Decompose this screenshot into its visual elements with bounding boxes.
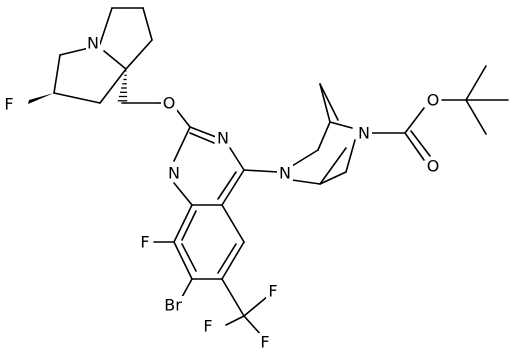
substituent-bonds: [153, 241, 269, 337]
atom-label: F: [140, 233, 149, 252]
bond: [53, 54, 61, 94]
bond: [410, 130, 431, 157]
bond: [221, 169, 245, 206]
atom-label: F: [203, 317, 212, 336]
atom-label: O: [427, 157, 440, 176]
atom-label: N: [217, 129, 229, 148]
atom-label: F: [260, 333, 269, 352]
quinazoline-bonds: [173, 126, 245, 280]
atom-f-cf3-1: F: [266, 282, 280, 301]
hashed-bond: [117, 70, 128, 102]
bond: [225, 315, 245, 326]
pyrrolizidine-bonds: [28, 7, 159, 104]
atom-n-pyrrolizine: N: [86, 34, 100, 53]
bond: [243, 295, 269, 317]
bond: [345, 139, 356, 173]
bond: [173, 241, 193, 280]
atom-br: Br: [159, 296, 187, 315]
bond: [217, 171, 237, 200]
atom-o-ether: O: [161, 94, 177, 113]
bond: [181, 243, 197, 272]
atom-f-pyrrolizine: F: [2, 95, 16, 114]
atom-o-carbonyl: O: [425, 157, 441, 176]
bond: [221, 278, 245, 317]
atom-label: N: [168, 164, 180, 183]
atom-label: N: [87, 34, 99, 53]
atom-f-cf3-3: F: [258, 333, 272, 352]
bond: [189, 132, 215, 144]
atom-n-bicyclic-bridge: N: [356, 124, 372, 143]
bond: [99, 7, 113, 45]
bond: [173, 204, 193, 243]
bond: [404, 107, 425, 134]
bond: [181, 210, 197, 241]
bond: [173, 126, 191, 162]
atom-label: O: [427, 91, 440, 110]
bond: [125, 39, 153, 70]
bond: [243, 315, 263, 337]
bond: [142, 7, 153, 41]
bond: [319, 83, 339, 121]
bond: [404, 132, 425, 161]
atom-label: F: [268, 282, 277, 301]
bond: [465, 99, 487, 135]
atom-label: N: [358, 124, 370, 143]
bond: [465, 65, 487, 101]
bond: [319, 147, 347, 185]
atom-labels: N F O N N N N O: [2, 34, 441, 352]
atom-n-quin-1: N: [166, 164, 182, 183]
bicycle-bonds: [291, 83, 356, 185]
bond: [329, 121, 353, 129]
bond: [291, 149, 319, 167]
bond: [221, 241, 245, 280]
bond: [103, 50, 127, 70]
atom-o-ester: O: [425, 91, 441, 110]
bond: [221, 204, 245, 243]
atom-label: F: [4, 95, 13, 114]
atom-label: Br: [164, 296, 182, 315]
atom-n-bicyclic-amine: N: [277, 164, 293, 183]
atom-f-cf3-2: F: [201, 317, 215, 336]
bond: [189, 126, 217, 138]
atom-label: N: [279, 164, 291, 183]
atom-n-quin-3: N: [215, 129, 231, 148]
bond: [243, 169, 279, 173]
bond: [53, 92, 101, 104]
bond: [217, 243, 237, 274]
bond: [319, 83, 331, 123]
bond: [229, 147, 245, 171]
bond: [291, 179, 321, 185]
bond: [173, 182, 193, 206]
linker-bonds: [243, 169, 279, 173]
boc-bonds: [371, 65, 509, 161]
bond: [99, 68, 127, 104]
atom-f-quin: F: [138, 233, 152, 252]
atom-label: O: [163, 94, 176, 113]
bond: [319, 171, 347, 185]
wedge-bond: [28, 93, 54, 104]
bond: [181, 278, 193, 298]
bond: [175, 108, 191, 128]
bond: [317, 121, 331, 151]
